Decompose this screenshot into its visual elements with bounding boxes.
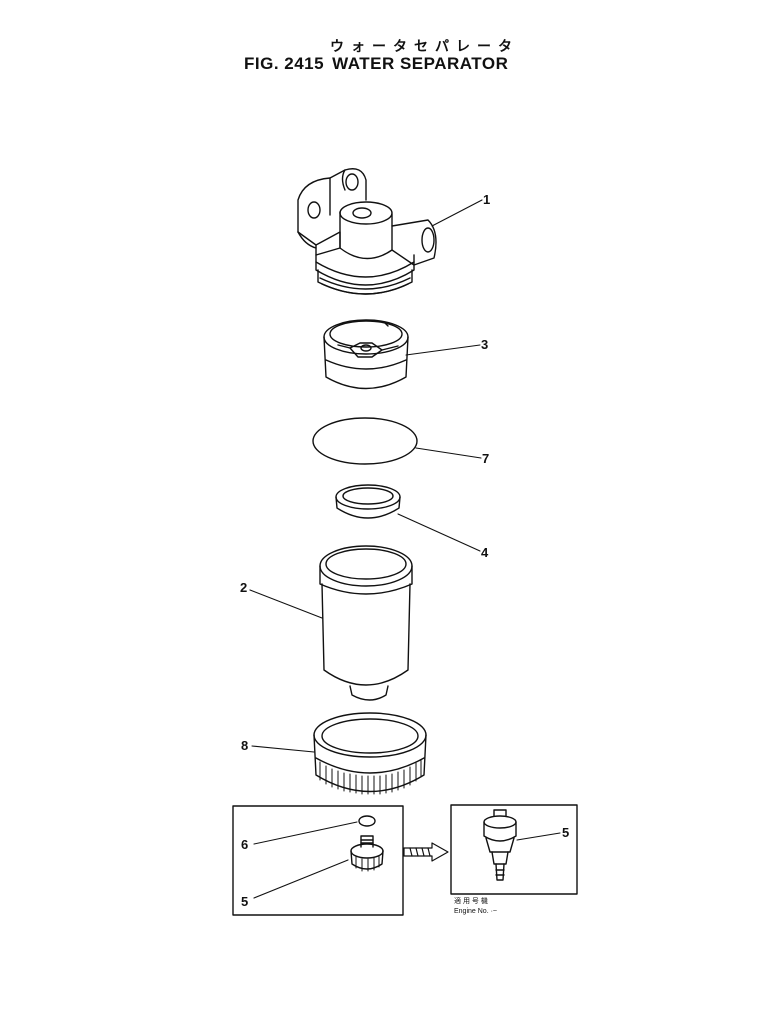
part-o-ring (312, 417, 418, 465)
callout-8: 8 (241, 738, 248, 753)
engine-note-english: Engine No. ·~ (454, 908, 497, 915)
engine-applicability-note: 適 用 号 機 Engine No. ·~ (454, 897, 497, 917)
callout-3: 3 (481, 337, 488, 352)
part-seal-ring (335, 484, 401, 519)
part-bowl (319, 545, 413, 701)
callout-5-alternative: 5 (562, 825, 569, 840)
figure-title-japanese: ウォータセパレータ (330, 38, 519, 54)
figure-number: FIG. 2415 (244, 54, 325, 73)
callout-7: 7 (482, 451, 489, 466)
engine-note-japanese: 適 用 号 機 (454, 898, 488, 905)
inset-box-alternative (450, 804, 578, 895)
part-washer (358, 815, 376, 827)
callout-4: 4 (481, 545, 489, 560)
part-ring-nut (313, 712, 427, 795)
callout-6: 6 (241, 837, 248, 852)
inset-box-standard (232, 805, 404, 916)
figure-title: FIG. 2415 WATER SEPARATOR (244, 54, 516, 74)
callout-1: 1 (483, 192, 490, 207)
part-drain-valve-alternative (483, 809, 517, 881)
part-drain-plug-standard (350, 835, 384, 872)
arrow-icon (403, 842, 449, 862)
leader-lines (249, 199, 561, 899)
callout-2: 2 (240, 580, 247, 595)
callout-5-standard: 5 (241, 894, 248, 909)
part-filter-head (297, 168, 437, 295)
figure-title-english: WATER SEPARATOR (332, 54, 509, 73)
part-baffle-cup (323, 319, 409, 390)
